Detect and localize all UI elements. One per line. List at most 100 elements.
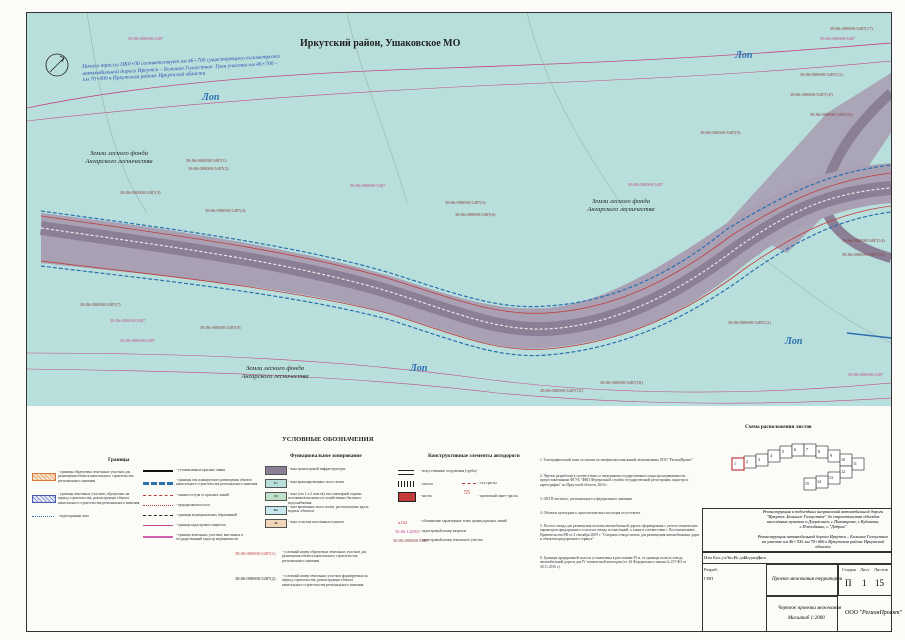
legend-text: - зона (сек 1 и 2 поясов) зон санитарной… [288, 492, 362, 505]
stage-header: Стадия [842, 567, 856, 572]
legend-swatch [143, 515, 173, 516]
legend-code: 38:06:142901 [395, 529, 421, 534]
legend-elements-header: Конструктивные элементы автодороги [428, 453, 520, 459]
parcel-number: 38:06:000000:5487(15) [842, 252, 885, 257]
forest-label: Земли лесного фонда Ангарского лесничест… [85, 150, 153, 165]
road-axis [40, 187, 891, 330]
note: 3. ОКТП местного, регионального и федера… [540, 497, 632, 501]
cadastral-number: 38:06:000000:5487 [820, 36, 856, 41]
red-line-top [40, 172, 891, 314]
legend-title: УСЛОВНЫЕ ОБОЗНАЧЕНИЯ [282, 436, 374, 443]
key-plan-cell: 12 [841, 469, 845, 474]
key-plan-cell: 11 [853, 461, 857, 466]
legend-text: - придорожная полоса [176, 503, 211, 507]
parcel-number: 38:06:000000:5487(13) [540, 388, 583, 393]
key-plan-cell: 4 [770, 453, 772, 458]
drawing-title: Чертеж проекта межевания [778, 606, 842, 611]
legend-text: - зона кратковременных полос валов [288, 480, 345, 484]
stamp-col-header: Лист [726, 555, 736, 560]
note: 6. Границы придорожной полосы установлен… [540, 556, 687, 569]
legend-text: - обозначение характерных точек границ к… [420, 519, 507, 523]
cadastral-line [27, 352, 891, 393]
key-plan-cell: 2 [746, 459, 748, 464]
project-subtitle: Реконструкция автомобильной дороги Иркут… [757, 534, 889, 549]
forest-label: Земли лесного фонда Ангарского лесничест… [241, 365, 309, 380]
key-plan-cell: 7 [806, 447, 808, 452]
legend-text: - откосы [420, 482, 433, 486]
key-plan-cell: 8 [818, 449, 820, 454]
legend-text: - линии отступа от красных линий [176, 493, 229, 497]
key-plan-cell: 1 [734, 461, 736, 466]
drawing-scale: Масштаб 1:2000 [788, 616, 825, 621]
contour-line [86, 13, 148, 214]
legend-text: - ось трассы [478, 481, 497, 485]
note: 5. Полоса отвода для размещения полотна … [540, 524, 700, 542]
stamp-signer: ГИП [704, 576, 714, 581]
slope-symbol [398, 481, 414, 487]
forest-label: Земли лесного фонда Ангарского лесничест… [587, 198, 655, 213]
parcel-number: 38:06:000000:5487(1) [186, 158, 227, 163]
cadastral-line [27, 368, 891, 404]
blue-dash-bottom [40, 211, 891, 357]
drawing-title-cell [766, 596, 838, 632]
road-band-main [41, 163, 891, 349]
key-plan-current-sheet [731, 457, 745, 471]
lop-label: Лоп [785, 336, 803, 347]
picket-sample: 55 [464, 490, 470, 496]
note: 2. Чертеж разработан в соответствии со с… [540, 474, 689, 487]
legend-swatch [143, 482, 173, 485]
sheet-title: Проект межевания территории [772, 577, 843, 582]
legend-swatch [143, 536, 173, 538]
key-plan-cell: 15 [805, 481, 809, 486]
legend-swatch [143, 505, 173, 506]
parcel-number: 38:06:000000:5487(9) [700, 130, 741, 135]
north-arrow-icon [45, 53, 69, 77]
cadastral-number: 38:06:000000:5487 [128, 36, 164, 41]
cadastral-number: 38:06:000000:5487 [120, 338, 156, 343]
cadastral-number: 38:06:000000:5487 [848, 372, 884, 377]
legend-text: - зона сельских населенных пунктов [288, 520, 344, 524]
key-plan-cell: 13 [829, 475, 833, 480]
sheet-title-cell [766, 564, 838, 596]
parcel-number: 38:06:000000:5487(7) [80, 302, 121, 307]
axis-symbol [462, 483, 476, 484]
note: 1. Топографический план составлен по мат… [540, 458, 694, 462]
project-title: Реконструкция и подъездных направлений а… [762, 509, 884, 529]
legend-text: - условный номер земельных участков форм… [282, 574, 368, 587]
legend-text: - зона транспортной инфраструктуры [288, 467, 346, 471]
legend-borders-header: Границы [108, 457, 130, 463]
key-plan-title: Схема расположения листов [745, 424, 812, 430]
legend-code: 38:06:000000:5487 [393, 538, 429, 543]
contour-line [346, 13, 408, 204]
legend-number-sample: 38:06:000000:5487(2) [235, 576, 276, 581]
legend-text: - границы земельных участков, образуемых… [58, 492, 140, 505]
parcel-number: 38:06:000000:5487(14) [842, 238, 885, 243]
legend-zone-code: Р2 [265, 492, 287, 501]
lop-label: Лоп [410, 363, 428, 374]
key-plan-cell: 6 [794, 447, 796, 452]
parcel-number: 38:06:000000:5487(17) [830, 26, 873, 31]
legend-text: - граница кадастрового квартала [176, 523, 226, 527]
stamp-col-header: Кол.уч [713, 555, 726, 560]
legend-text: - установленные красные линии [176, 468, 226, 472]
map-area [27, 13, 891, 406]
key-plan-diagram [731, 443, 865, 491]
parcel-number: 38:06:000000:5487(6) [455, 212, 496, 217]
legend-text: - мосты [420, 494, 432, 498]
key-plan-cell: 5 [782, 449, 784, 454]
parcel-number: 38:06:000000:5487(12) [728, 320, 771, 325]
legend-swatch [143, 525, 173, 526]
key-plan-cell: 14 [817, 479, 821, 484]
parcel-number: 38:06:000000:5487(3) [120, 190, 161, 195]
legend-swatch [143, 470, 173, 472]
legend-swatch [143, 495, 173, 496]
company-name: ООО "РегионПроект" [845, 610, 903, 616]
legend-swatch [265, 466, 287, 475]
legend-swatch [32, 473, 56, 481]
stage-cells [838, 564, 892, 596]
stream-line [846, 332, 891, 339]
stamp-col-header: Подпись [744, 555, 761, 560]
stage-value: П [845, 578, 852, 588]
legend-text: - границы зон планируемого размещения об… [176, 478, 258, 487]
